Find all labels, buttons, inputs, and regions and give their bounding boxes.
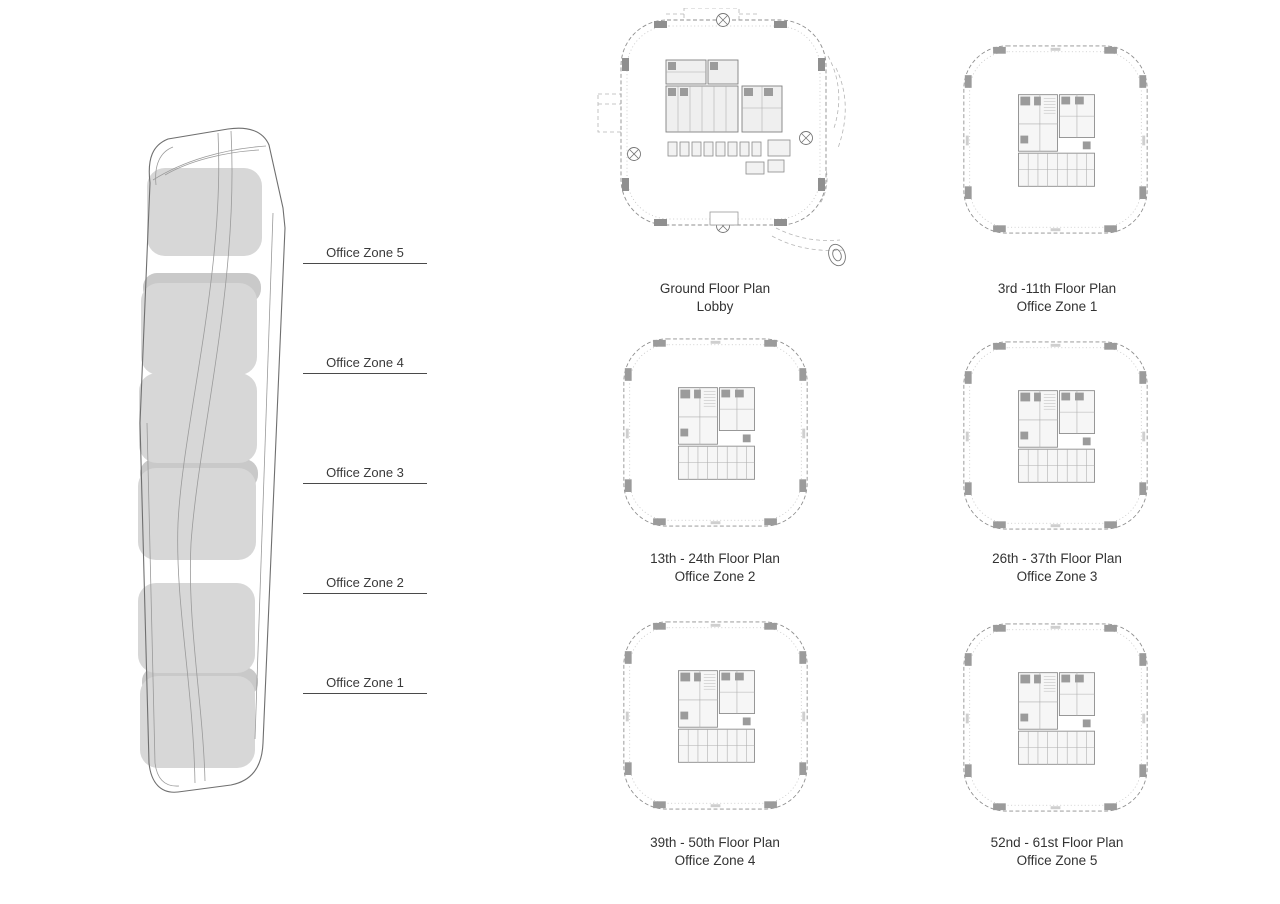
caption-zone4: 39th - 50th Floor Plan Office Zone 4 — [595, 834, 835, 869]
caption-zone3: 26th - 37th Floor Plan Office Zone 3 — [937, 550, 1177, 585]
zone-label-1-text: Office Zone 1 — [326, 675, 404, 690]
floor-plan-zone5-drawing — [958, 618, 1153, 818]
floor-plan-zone3-drawing — [958, 336, 1153, 536]
caption-ground-floor: Ground Floor Plan Lobby — [595, 280, 835, 315]
caption-ground-floor-title: Ground Floor Plan — [659, 281, 771, 296]
caption-zone4-subtitle: Office Zone 4 — [674, 852, 756, 868]
zone-label-5-text: Office Zone 5 — [326, 245, 404, 260]
caption-zone1: 3rd -11th Floor Plan Office Zone 1 — [937, 280, 1177, 315]
floor-plan-zone4-drawing — [618, 616, 813, 816]
caption-zone3-subtitle: Office Zone 3 — [1016, 568, 1098, 584]
caption-zone1-subtitle: Office Zone 1 — [1016, 298, 1098, 314]
caption-zone3-title: 26th - 37th Floor Plan — [992, 551, 1122, 566]
caption-ground-floor-subtitle: Lobby — [696, 298, 734, 314]
zone-label-4: Office Zone 4 — [303, 355, 427, 374]
floor-plan-ground-drawing — [597, 8, 846, 251]
caption-zone5-subtitle: Office Zone 5 — [1016, 852, 1098, 868]
floor-plan-zone1-drawing — [958, 40, 1153, 240]
zone-label-3-text: Office Zone 3 — [326, 465, 404, 480]
caption-zone4-title: 39th - 50th Floor Plan — [650, 835, 780, 850]
zone-label-4-text: Office Zone 4 — [326, 355, 404, 370]
zone-label-5: Office Zone 5 — [303, 245, 427, 264]
zone-mass-blobs — [138, 168, 262, 768]
tower-axonometric-drawing — [138, 127, 286, 793]
caption-zone2-subtitle: Office Zone 2 — [674, 568, 756, 584]
zone-label-2-text: Office Zone 2 — [326, 575, 404, 590]
site-ellipse-ornament — [828, 243, 846, 267]
caption-zone5-title: 52nd - 61st Floor Plan — [990, 835, 1124, 850]
caption-zone1-title: 3rd -11th Floor Plan — [997, 281, 1117, 296]
zone-label-3: Office Zone 3 — [303, 465, 427, 484]
caption-zone5: 52nd - 61st Floor Plan Office Zone 5 — [937, 834, 1177, 869]
floor-plan-zone2-drawing — [618, 333, 813, 533]
zone-label-2: Office Zone 2 — [303, 575, 427, 594]
caption-zone2: 13th - 24th Floor Plan Office Zone 2 — [595, 550, 835, 585]
caption-zone2-title: 13th - 24th Floor Plan — [650, 551, 780, 566]
zone-label-1: Office Zone 1 — [303, 675, 427, 694]
